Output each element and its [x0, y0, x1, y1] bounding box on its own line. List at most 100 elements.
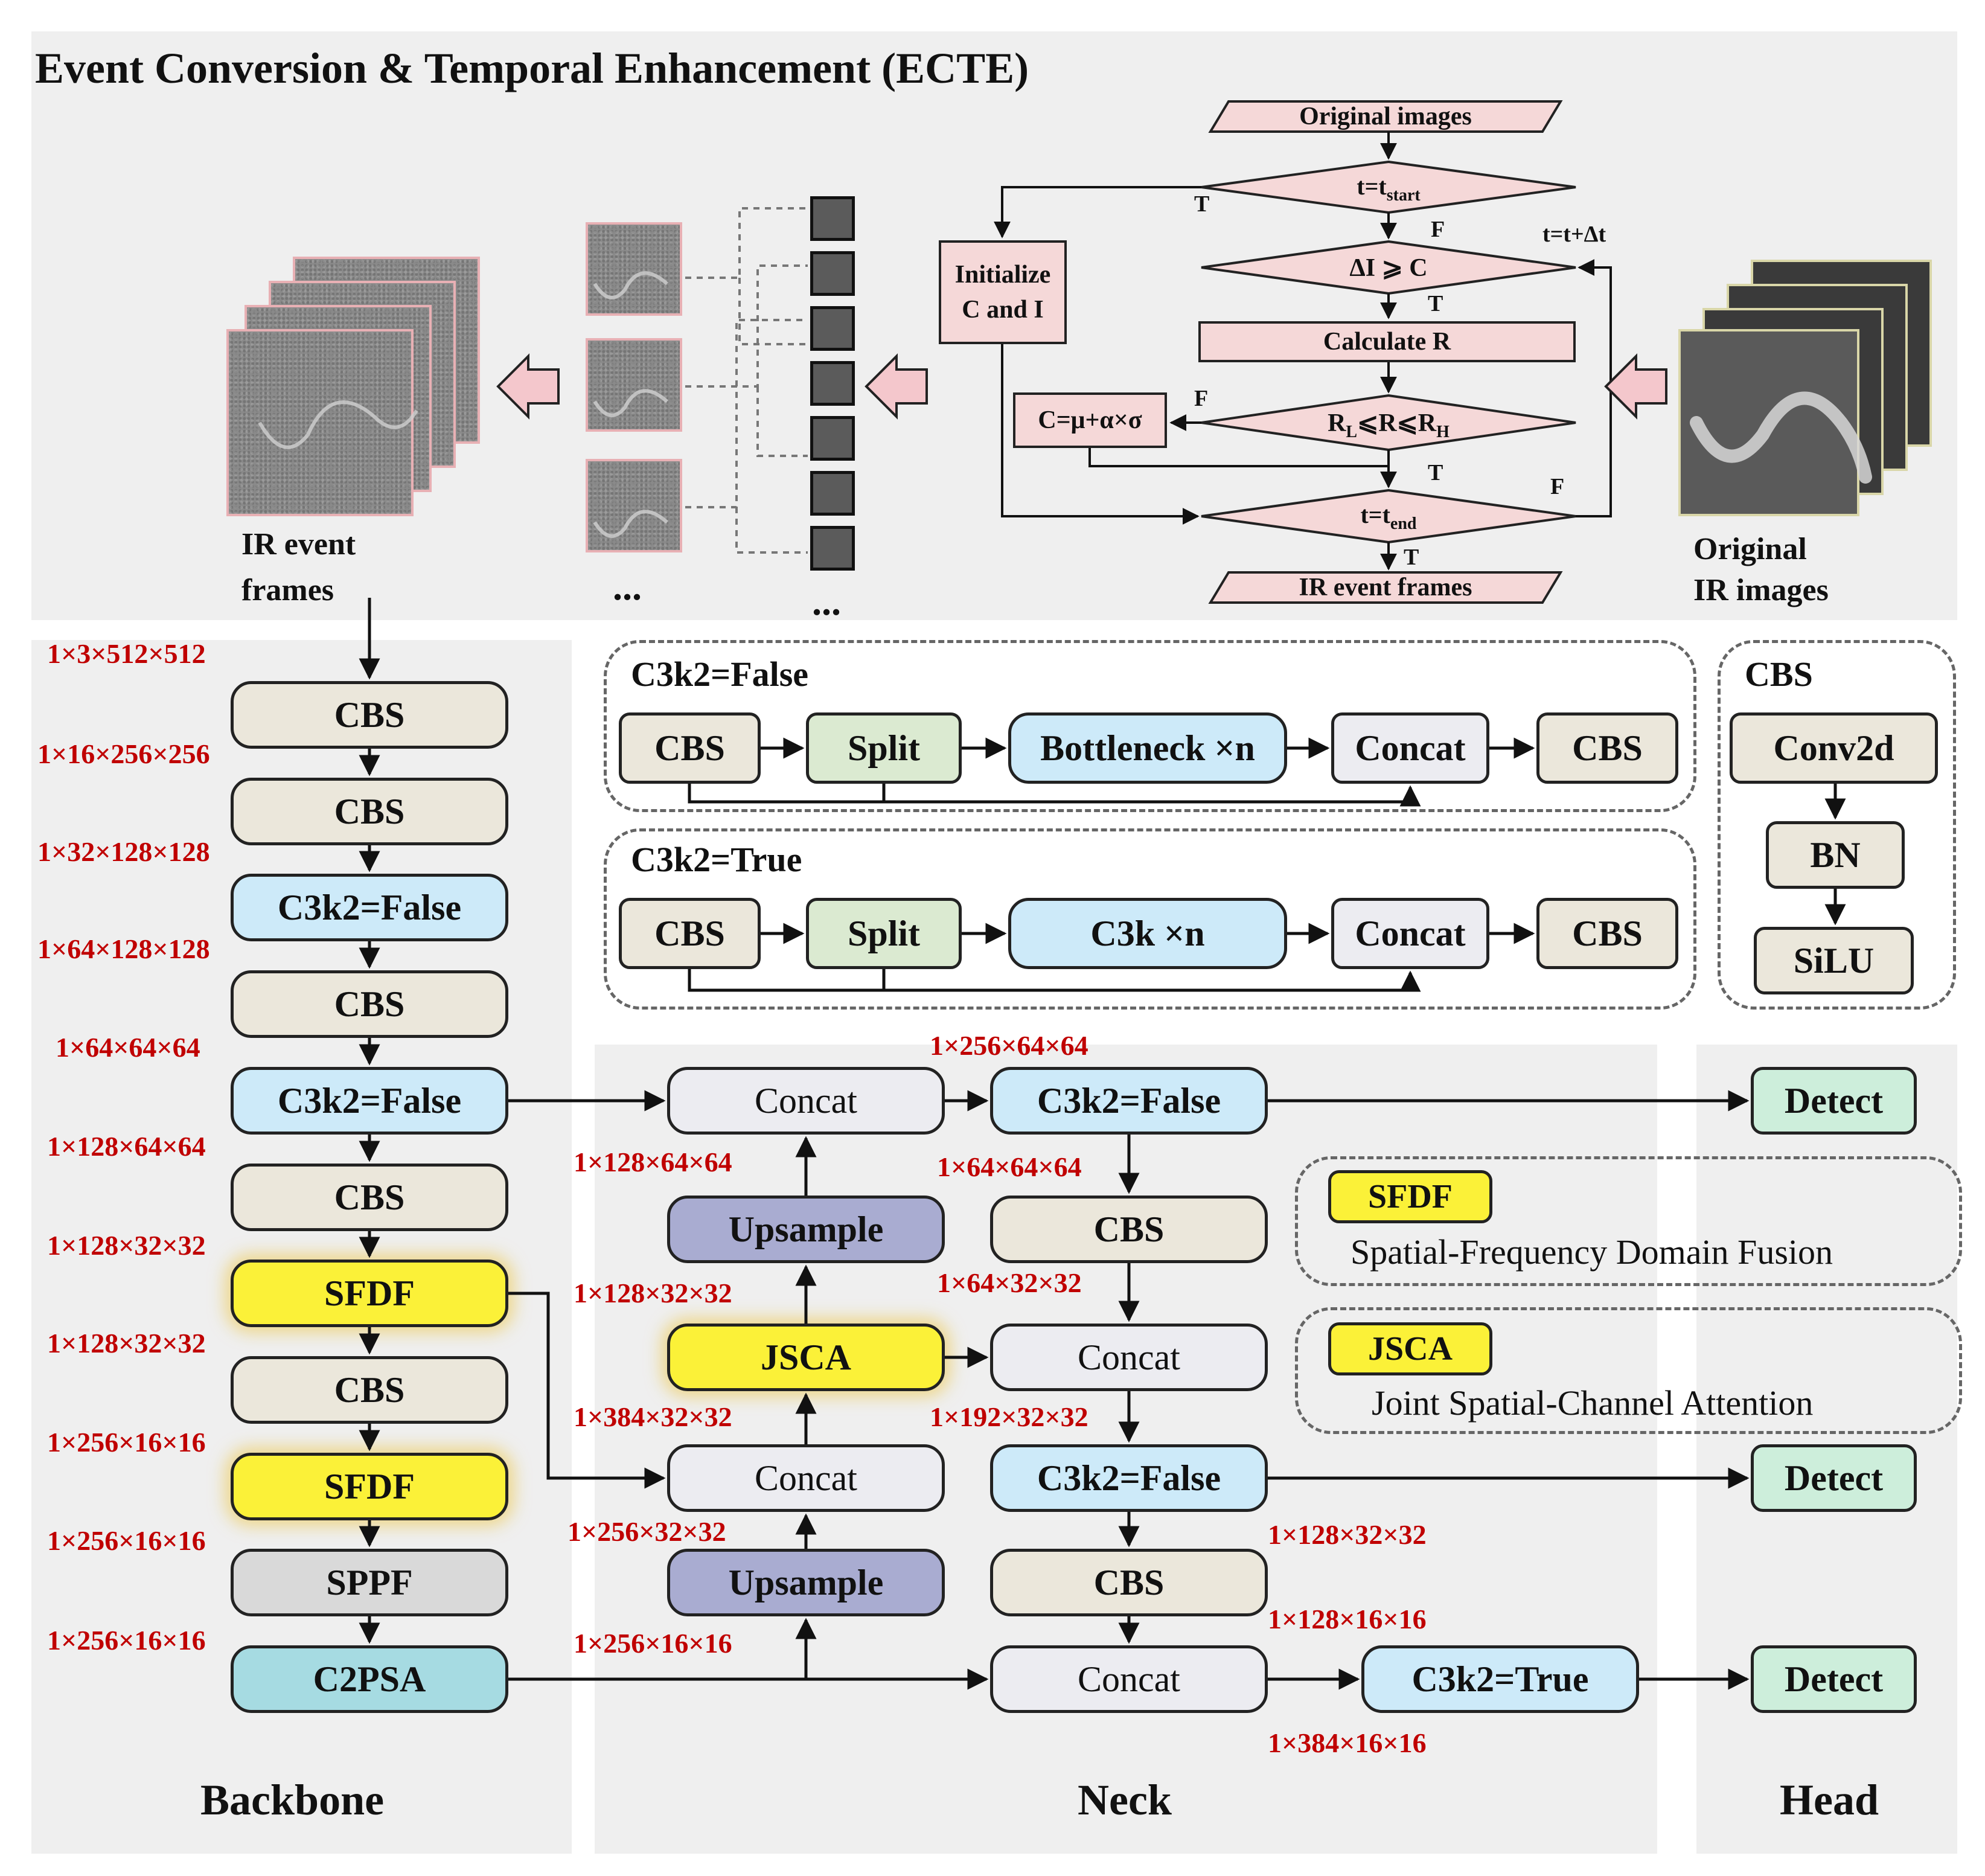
flow-t-start-main: t=t — [1357, 173, 1387, 200]
shape-label: 1×256×16×16 — [47, 1427, 206, 1458]
flow-range-a-sub: L — [1346, 423, 1357, 441]
neck-cbs-1: CBS — [990, 1196, 1268, 1263]
backbone-sfdf-2: SFDF — [231, 1453, 508, 1520]
backbone-cbs-4: CBS — [231, 1164, 508, 1231]
ecte-title: Event Conversion & Temporal Enhancement … — [35, 44, 1029, 92]
shape-label: 1×64×64×64 — [56, 1032, 200, 1063]
ir-event-frames-label-1: IR event — [241, 527, 356, 562]
c3k2t-c3k: C3k ×n — [1008, 898, 1287, 969]
flow-initialize-line2: C and I — [962, 296, 1044, 324]
shape-label: 1×128×16×16 — [1268, 1604, 1427, 1634]
backbone-c3k2-false-1: C3k2=False — [231, 874, 508, 941]
head-detect-2: Detect — [1751, 1444, 1917, 1512]
flow-t-inc: t=t+Δt — [1542, 222, 1606, 247]
flow-range-b-sub: H — [1436, 423, 1450, 441]
shape-label: 1×64×32×32 — [937, 1267, 1082, 1298]
backbone-c3k2-false-2: C3k2=False — [231, 1067, 508, 1135]
c3k2-true-module-title: C3k2=True — [631, 840, 802, 879]
flow-t-start-sub: start — [1387, 186, 1421, 205]
time-bin-cell — [810, 361, 855, 406]
legend-jsca-desc: Joint Spatial-Channel Attention — [1372, 1383, 1814, 1423]
flow-t-end-text: t=tend — [1360, 501, 1416, 533]
neck-concat-4: Concat — [990, 1645, 1268, 1713]
head-detect-3: Detect — [1751, 1645, 1917, 1713]
shape-label: 1×192×32×32 — [930, 1401, 1088, 1432]
flow-label-f: F — [1431, 217, 1445, 242]
ellipsis: ... — [613, 565, 642, 608]
cbs-module — [1718, 640, 1956, 1010]
legend-jsca-tag: JSCA — [1328, 1322, 1492, 1375]
flow-ir-event-frames-text: IR event frames — [1299, 574, 1472, 601]
neck-jsca: JSCA — [667, 1324, 945, 1391]
flow-ir-event-frames — [1208, 571, 1563, 604]
cbs-conv2d: Conv2d — [1730, 712, 1938, 784]
shape-label: 1×256×16×16 — [47, 1625, 206, 1656]
shape-label: 1×256×16×16 — [47, 1525, 206, 1556]
ellipsis: ... — [812, 580, 841, 623]
shape-label: 1×384×16×16 — [1268, 1727, 1427, 1758]
backbone-sfdf-1: SFDF — [231, 1260, 508, 1327]
legend-sfdf — [1295, 1156, 1962, 1286]
original-ir-label-2: IR images — [1693, 573, 1829, 607]
shape-label: 1×128×64×64 — [47, 1131, 206, 1162]
c3k2-false-module-title: C3k2=False — [631, 655, 809, 694]
c3k2t-split: Split — [806, 898, 962, 969]
event-thumbnail — [586, 222, 682, 316]
flow-initialize-line1: Initialize — [954, 261, 1051, 289]
original-ir-label-1: Original — [1693, 532, 1807, 566]
time-bin-cell — [810, 416, 855, 461]
neck-concat-2: Concat — [667, 1444, 945, 1512]
backbone-sppf: SPPF — [231, 1549, 508, 1616]
flow-label-t: T — [1194, 191, 1209, 217]
c3k2t-cbs-out: CBS — [1536, 898, 1678, 969]
cbs-module-title: CBS — [1745, 655, 1813, 694]
c3k2-true-module — [604, 828, 1696, 1010]
time-bin-cell — [810, 471, 855, 516]
flow-label-t: T — [1428, 291, 1443, 316]
ir-event-frames-label-2: frames — [241, 573, 334, 607]
flow-t-end-sub: end — [1390, 514, 1417, 533]
flow-range-mid: ⩽R⩽R — [1357, 409, 1437, 437]
c3k2-false-module — [604, 640, 1696, 812]
head-detect-1: Detect — [1751, 1067, 1917, 1135]
shape-label: 1×128×32×32 — [574, 1278, 732, 1308]
time-bin-cell — [810, 526, 855, 571]
pink-arrow-icon — [865, 353, 928, 420]
backbone-cbs-2: CBS — [231, 778, 508, 845]
flow-label-t: T — [1404, 545, 1419, 570]
shape-label: 1×128×32×32 — [47, 1230, 206, 1261]
legend-sfdf-desc: Spatial-Frequency Domain Fusion — [1351, 1232, 1833, 1272]
c3k2f-bottleneck: Bottleneck ×n — [1008, 712, 1287, 784]
event-thumbnail — [586, 459, 682, 552]
shape-label: 1×128×64×64 — [574, 1147, 732, 1177]
backbone-c2psa: C2PSA — [231, 1645, 508, 1713]
flow-calculate-r: Calculate R — [1198, 321, 1576, 362]
flow-original-images-text: Original images — [1299, 103, 1472, 130]
shape-label: 1×128×32×32 — [47, 1328, 206, 1359]
shape-label: 1×256×32×32 — [567, 1516, 726, 1547]
neck-upsample-2: Upsample — [667, 1549, 945, 1616]
c3k2f-split: Split — [806, 712, 962, 784]
neck-title: Neck — [1078, 1776, 1172, 1824]
c3k2t-concat: Concat — [1331, 898, 1489, 969]
neck-concat-1: Concat — [667, 1067, 945, 1135]
event-thumbnail — [586, 338, 682, 432]
neck-concat-3: Concat — [990, 1324, 1268, 1391]
shape-label: 1×64×128×128 — [37, 933, 210, 964]
flow-delta-cond-text: ΔI ⩾ C — [1349, 254, 1427, 282]
cbs-bn: BN — [1766, 821, 1905, 889]
flow-c-update: C=μ+α×σ — [1013, 392, 1167, 448]
head-title: Head — [1780, 1776, 1879, 1824]
shape-label: 1×128×32×32 — [1268, 1519, 1427, 1550]
pink-arrow-icon — [1604, 353, 1667, 420]
flow-label-t: T — [1428, 460, 1443, 485]
c3k2f-cbs-out: CBS — [1536, 712, 1678, 784]
shape-label: 1×64×64×64 — [937, 1151, 1082, 1182]
flow-original-images — [1208, 100, 1563, 133]
time-bin-cell — [810, 196, 855, 241]
flow-t-start-text: t=tstart — [1357, 173, 1421, 205]
legend-jsca — [1295, 1307, 1962, 1434]
neck-cbs-2: CBS — [990, 1549, 1268, 1616]
neck-c3k2-false-1: C3k2=False — [990, 1067, 1268, 1135]
